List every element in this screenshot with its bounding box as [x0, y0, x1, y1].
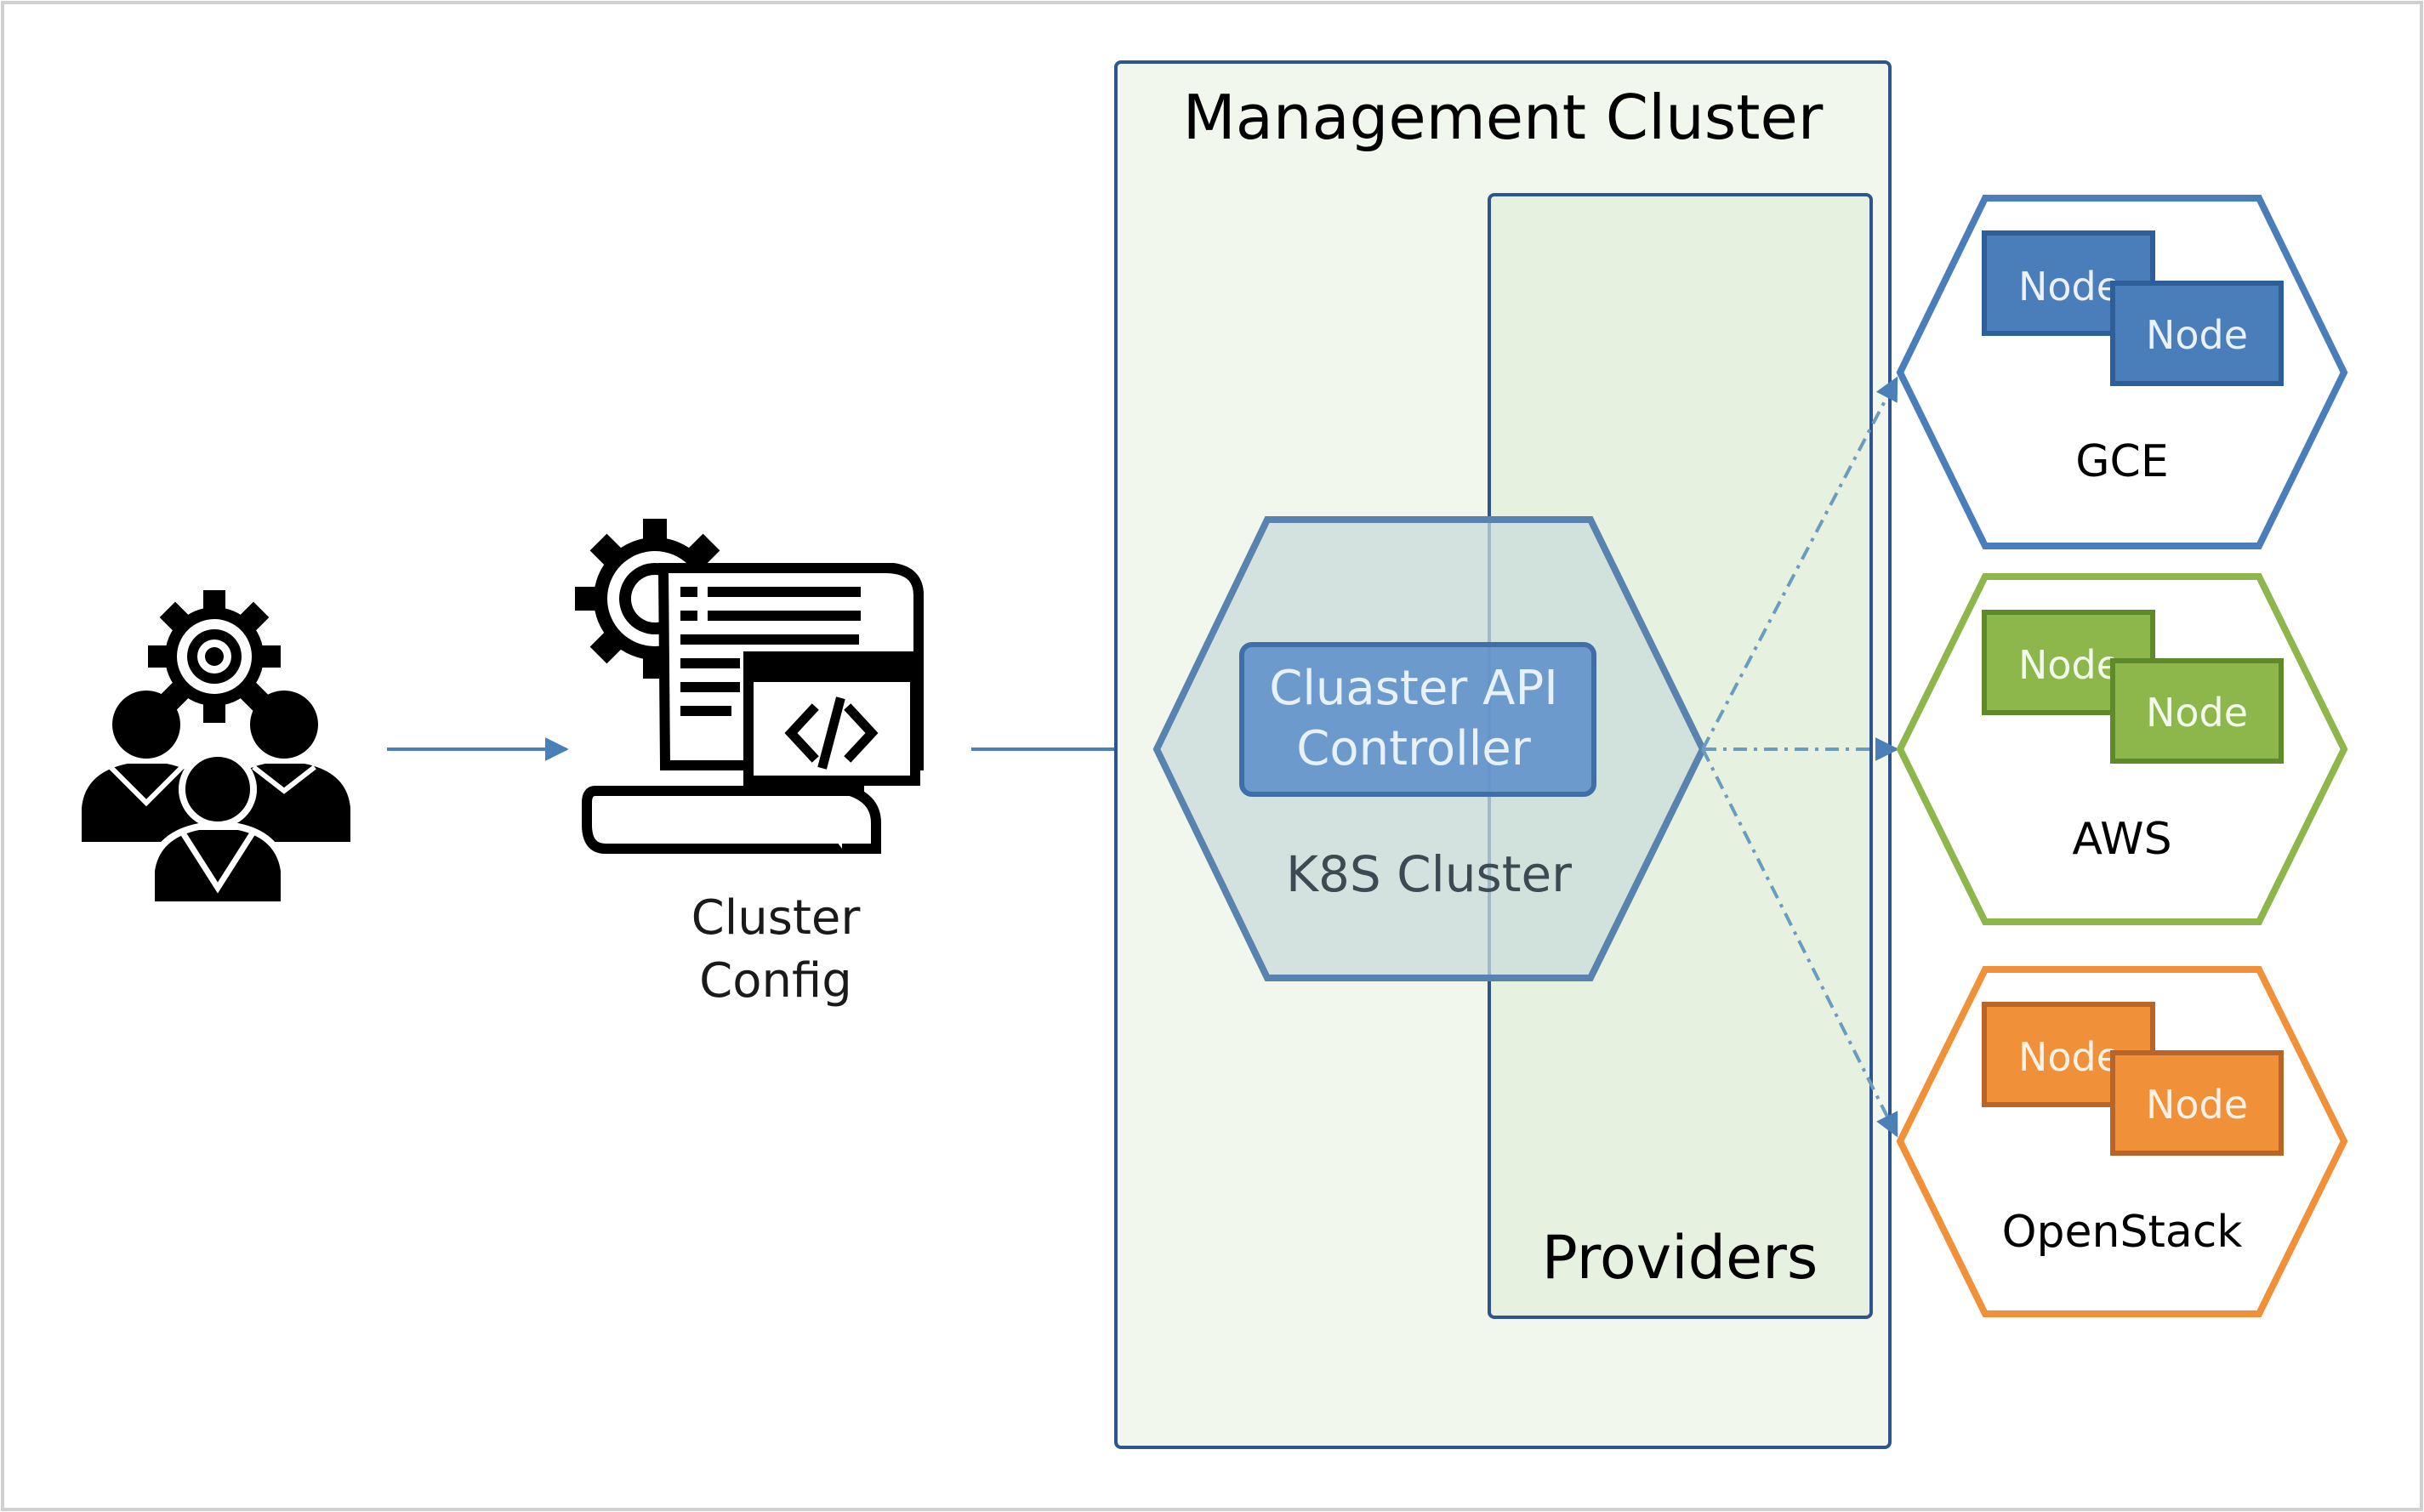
gce-node-front	[2110, 281, 2284, 386]
k8s-cluster-label: K8S Cluster	[1286, 845, 1572, 903]
provider-connectors	[1701, 376, 1899, 1138]
controller-label-line1: Cluaster API	[1269, 661, 1557, 716]
cluster-config-label-line1: Cluster	[691, 890, 862, 946]
connector-openstack	[1701, 748, 1898, 1138]
management-cluster-title: Management Cluster	[1183, 82, 1824, 153]
gce-cluster: Node Node GCE	[1896, 195, 2348, 549]
openstack-node-back-label: Node	[2018, 1034, 2120, 1080]
gce-node-back-label: Node	[2018, 264, 2120, 310]
providers-title: Providers	[1542, 1223, 1818, 1293]
cluster-config-label-line2: Config	[699, 953, 852, 1009]
aws-node-front-label: Node	[2146, 690, 2248, 736]
openstack-node-front	[2110, 1050, 2284, 1156]
aws-node-back-label: Node	[2018, 642, 2120, 688]
connector-gce	[1701, 376, 1898, 750]
aws-label: AWS	[2072, 814, 2171, 865]
controller-label-line2: Controller	[1296, 721, 1531, 776]
cluster-api-controller-box	[1239, 642, 1596, 797]
gce-label: GCE	[2075, 436, 2168, 487]
openstack-node-front-label: Node	[2146, 1082, 2248, 1128]
aws-cluster: Node Node AWS	[1896, 573, 2348, 925]
gce-node-front-label: Node	[2146, 312, 2248, 358]
aws-node-front	[2110, 658, 2284, 764]
openstack-label: OpenStack	[2002, 1207, 2243, 1258]
openstack-cluster: Node Node OpenStack	[1896, 966, 2348, 1317]
code-icon	[784, 696, 879, 770]
